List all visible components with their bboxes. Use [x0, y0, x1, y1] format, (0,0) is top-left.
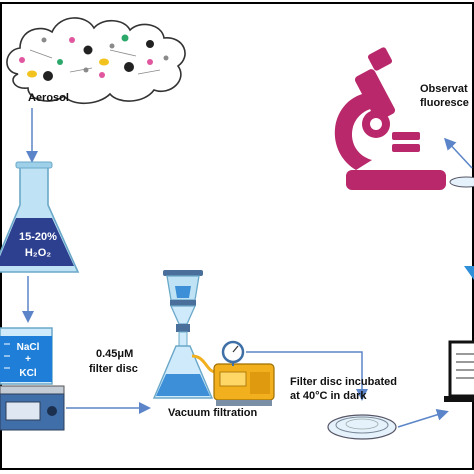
filtration-funnel-icon	[152, 270, 217, 399]
h2o2-formula-label: H₂O₂	[25, 247, 51, 259]
plus-label: +	[25, 354, 31, 365]
cloud-icon: Aerosol	[6, 17, 186, 105]
flask-icon: 15-20% H₂O₂	[0, 161, 80, 273]
filter-disc-label: filter disc	[89, 363, 138, 375]
incubation-label-line1: Filter disc incubated	[290, 376, 397, 388]
h2o2-liquid	[0, 218, 74, 266]
kcl-label: KCl	[19, 368, 36, 379]
beaker-icon: NaCl + KCl	[0, 327, 53, 385]
filter-size-label: 0.45μM	[96, 348, 133, 360]
vacuum-pump-icon	[213, 340, 275, 406]
observation-label-line1: Observat	[420, 83, 468, 95]
arrow-to-incubation	[246, 351, 368, 401]
microscope-knob	[370, 118, 382, 130]
h2o2-percent-label: 15-20%	[19, 231, 57, 243]
nacl-label: NaCl	[17, 342, 40, 353]
aerosol-particles	[19, 34, 169, 81]
petri-dish-icon	[327, 414, 397, 440]
laptop-icon	[444, 266, 474, 402]
incubation-label-line2: at 40°C in dark	[290, 390, 367, 402]
hot-plate-icon	[0, 385, 65, 431]
sample-slide	[449, 176, 474, 188]
observation-label-line2: fluoresce	[420, 97, 469, 109]
vacuum-filtration-label: Vacuum filtration	[168, 407, 258, 419]
arrow-to-microscope	[443, 137, 473, 169]
aerosol-label: Aerosol	[28, 92, 69, 104]
arrow-to-laptop	[397, 408, 449, 428]
microscope-icon	[334, 47, 446, 190]
